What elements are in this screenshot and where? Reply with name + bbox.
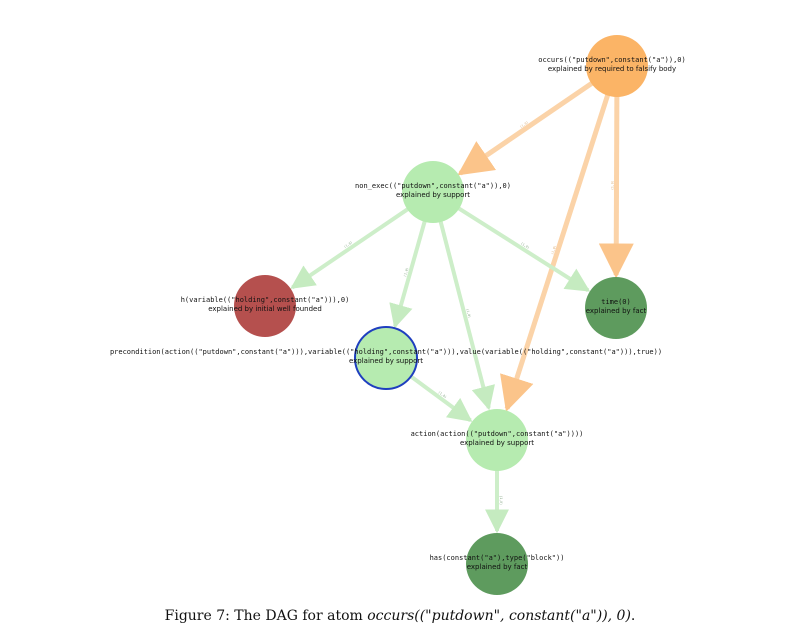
node-explanation-non-exec: explained by support <box>396 191 470 199</box>
node-explanation-occurs: explained by required to falsify body <box>548 65 676 73</box>
edge-label: (1,0) <box>403 267 409 277</box>
node-label-non-exec: non_exec(("putdown",constant("a")),0) <box>355 182 511 190</box>
edge-occurs-to-action <box>500 93 611 412</box>
node-occurs[interactable] <box>586 35 648 97</box>
edge-label: (1,0) <box>550 245 557 255</box>
caption-suffix: . <box>630 608 636 624</box>
caption-math: occurs(("putdown", constant("a")), 0) <box>367 608 631 624</box>
caption-prefix: Figure 7: The DAG for atom <box>164 608 368 624</box>
edge-label: (1,0) <box>520 241 530 250</box>
edge-label: (1,0) <box>465 308 471 318</box>
node-label-h-var: h(variable(("holding",constant("a"))),0) <box>181 296 350 304</box>
edge-label: (1,0) <box>499 495 503 505</box>
nodes-layer <box>234 35 648 595</box>
edge-non_exec-to-time <box>456 206 591 293</box>
edge-label: (1,0) <box>343 240 353 249</box>
edges-layer: (1,0) (1,0) (1,0) (1,0) (1,0) (1,0) (1,0) (1,0)… <box>290 80 634 534</box>
node-label-precondition: precondition(action(("putdown",constant(… <box>110 348 662 356</box>
node-label-action: action(action(("putdown",constant("a")))… <box>411 430 584 438</box>
edge-label: (1,0) <box>519 120 529 129</box>
node-label-time: time(0) <box>601 298 631 306</box>
node-label-occurs: occurs(("putdown",constant("a")),0) <box>538 56 686 64</box>
edge-occurs-to-time <box>598 95 634 279</box>
edge-label: (1,0) <box>437 390 447 399</box>
edge-precondition-to-action <box>408 373 473 423</box>
node-h-var[interactable] <box>234 275 296 337</box>
node-explanation-h-var: explained by initial well founded <box>208 305 322 313</box>
node-explanation-has: explained by fact <box>467 563 528 571</box>
labels-layer: occurs(("putdown",constant("a")),0)expla… <box>110 56 686 571</box>
edge-non_exec-to-h_var <box>290 206 410 290</box>
node-explanation-action: explained by support <box>460 439 534 447</box>
node-explanation-time: explained by fact <box>586 307 647 315</box>
node-action[interactable] <box>466 409 528 471</box>
node-explanation-precondition: explained by support <box>349 357 423 365</box>
dag-canvas: (1,0) (1,0) (1,0) (1,0) (1,0) (1,0) (1,0) (1,0)… <box>110 35 686 595</box>
edge-occurs-to-non_exec <box>457 80 595 176</box>
edge-non_exec-to-precondition <box>389 219 427 329</box>
edge-label: (1,0) <box>610 180 614 190</box>
node-precondition[interactable] <box>354 326 418 390</box>
figure-caption: Figure 7: The DAG for atom occurs(("putd… <box>0 608 800 624</box>
node-time[interactable] <box>585 277 647 339</box>
node-non-exec[interactable] <box>402 161 464 223</box>
edge-non_exec-to-action <box>438 220 495 411</box>
node-has[interactable] <box>466 533 528 595</box>
node-label-has: has(constant("a"),type("block")) <box>430 554 565 562</box>
